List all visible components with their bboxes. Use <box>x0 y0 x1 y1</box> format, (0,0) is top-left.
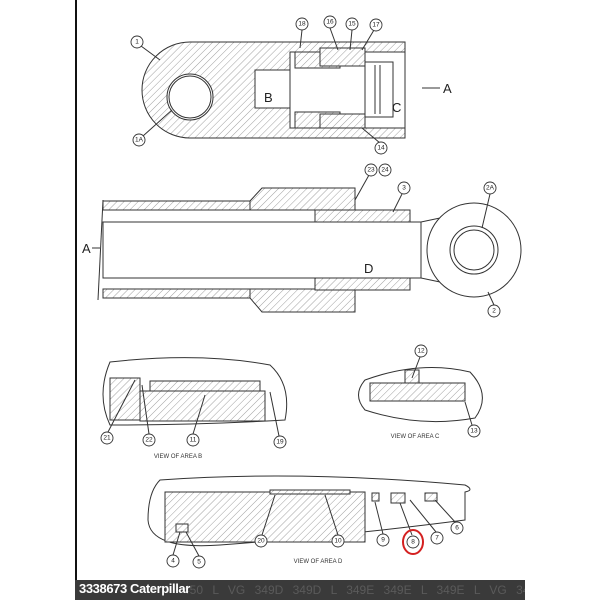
callout-1a: 1A <box>132 133 146 147</box>
highlight-ring-callout-8 <box>402 529 424 555</box>
callout-number: 6 <box>455 525 459 532</box>
callout-20: 20 <box>254 534 268 548</box>
callout-9: 9 <box>376 533 390 547</box>
callout-number: 9 <box>381 537 385 544</box>
callout-19: 19 <box>273 435 287 449</box>
cylinder-section <box>92 187 522 313</box>
callout-4: 4 <box>166 554 180 568</box>
callout-17: 17 <box>369 18 383 32</box>
callout-number: 16 <box>326 19 334 26</box>
callout-number: 12 <box>417 348 425 355</box>
callout-15: 15 <box>345 17 359 31</box>
callout-23: 23 <box>364 163 378 177</box>
callout-number: 14 <box>377 145 385 152</box>
callout-13: 13 <box>467 424 481 438</box>
rod-eye-section <box>141 41 440 139</box>
callout-5: 5 <box>192 555 206 569</box>
callout-14: 14 <box>374 141 388 155</box>
section-a-label: A <box>443 81 452 96</box>
callout-10: 10 <box>331 534 345 548</box>
product-title-bar: 450 L VG 349D 349D L 349E 349E L 349E L … <box>75 580 525 600</box>
callout-number: 11 <box>190 437 197 444</box>
callout-22: 22 <box>142 433 156 447</box>
callout-16: 16 <box>323 15 337 29</box>
callout-number: 15 <box>348 21 356 28</box>
callout-number: 21 <box>103 435 111 442</box>
caption-area-c: VIEW OF AREA C <box>391 434 440 440</box>
callout-number: 3 <box>402 185 406 192</box>
callout-number: 7 <box>435 535 439 542</box>
callout-8: 8 <box>406 535 420 549</box>
callout-12: 12 <box>414 344 428 358</box>
callout-2a: 2A <box>483 181 497 195</box>
area-c-view <box>358 367 483 423</box>
callouts: 1 1A 18 16 15 17 14 23 24 3 2A 2 12 21 2… <box>100 15 501 569</box>
compatible-models: 450 L VG 349D 349D L 349E 349E L 349E L … <box>183 583 525 597</box>
callout-number: 22 <box>145 437 153 444</box>
area-c-label: C <box>392 100 401 115</box>
leader-lines <box>107 27 495 557</box>
callout-number: 18 <box>298 21 306 28</box>
callout-18: 18 <box>295 17 309 31</box>
callout-number: 1A <box>135 137 144 144</box>
area-b-view <box>102 357 288 426</box>
callout-number: 5 <box>197 559 201 566</box>
callout-number: 4 <box>171 558 175 565</box>
callout-number: 2A <box>486 185 495 192</box>
caption-area-b: VIEW OF AREA B <box>154 454 202 460</box>
callout-number: 19 <box>276 439 284 446</box>
section-a-label-2: A <box>82 241 91 256</box>
callout-number: 17 <box>372 22 380 29</box>
callout-2: 2 <box>487 304 501 318</box>
callout-6: 6 <box>450 521 464 535</box>
callout-7: 7 <box>430 531 444 545</box>
caption-area-d: VIEW OF AREA D <box>294 559 343 565</box>
callout-21: 21 <box>100 431 114 445</box>
product-title[interactable]: 3338673 Caterpillar <box>79 581 190 596</box>
callout-number: 2 <box>492 308 496 315</box>
callout-number: 13 <box>470 428 478 435</box>
callout-number: 20 <box>257 538 265 545</box>
callout-1: 1 <box>130 35 144 49</box>
callout-3: 3 <box>397 181 411 195</box>
callout-number: 10 <box>334 538 342 545</box>
callout-number: 8 <box>411 539 415 546</box>
callout-number: 1 <box>135 39 139 46</box>
callout-24: 24 <box>378 163 392 177</box>
callout-11: 11 <box>186 433 200 447</box>
callout-number: 23 <box>367 167 375 174</box>
area-b-label: B <box>264 90 273 105</box>
callout-number: 24 <box>381 167 389 174</box>
area-d-label: D <box>364 261 373 276</box>
